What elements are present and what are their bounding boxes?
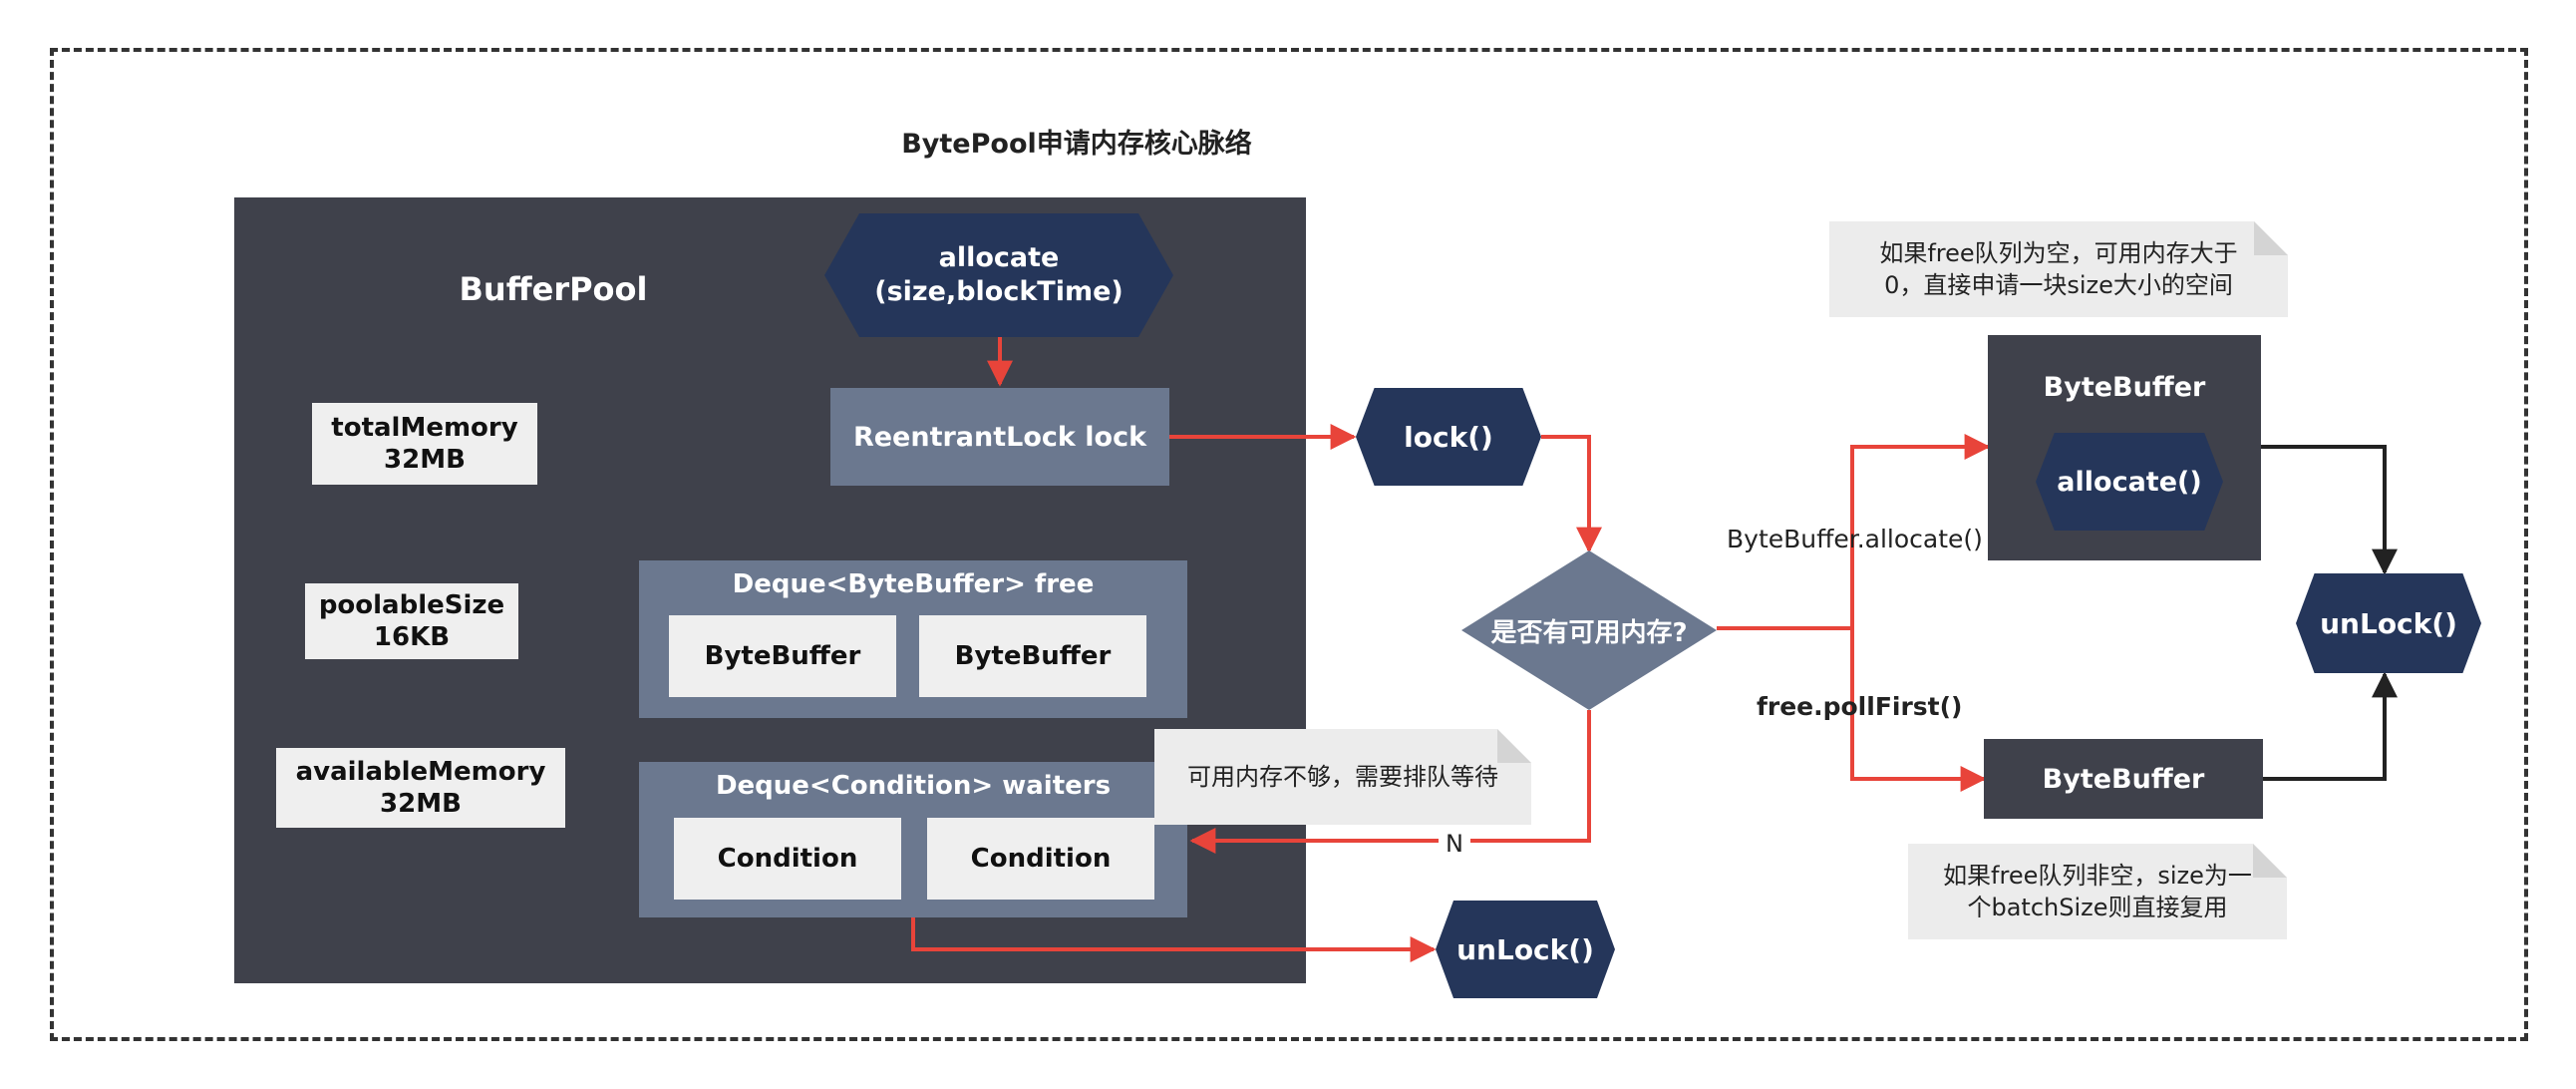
total-memory-box: totalMemory 32MB (312, 403, 537, 485)
lock-label: lock() (1404, 420, 1493, 454)
inner-allocate-hexagon: allocate() (2036, 433, 2223, 531)
new-bytebuffer-title: ByteBuffer (2043, 371, 2206, 403)
reentrant-lock-box: ReentrantLock lock (830, 388, 1169, 486)
available-memory-box: availableMemory 32MB (276, 748, 565, 828)
free-deque-title: Deque<ByteBuffer> free (732, 569, 1095, 599)
allocate-edge-label: ByteBuffer.allocate() (1727, 525, 1983, 553)
decision-label: 是否有可用内存? (1490, 617, 1688, 648)
arrow-waiters-to-unlock (911, 917, 1437, 962)
diagram-title: BytePool申请内存核心脉络 (901, 128, 1252, 160)
arrow-new-buffer-to-unlock (2261, 445, 2398, 575)
buffer-pool-title: BufferPool (459, 270, 648, 308)
waiters-deque-title: Deque<Condition> waiters (715, 771, 1112, 801)
note-wait: 可用内存不够，需要排队等待 (1154, 729, 1531, 825)
free-bytebuffer-2: ByteBuffer (919, 615, 1146, 697)
arrow-lock-to-decision (1541, 435, 1602, 553)
note-reuse-text: 如果free队列非空，size为一 个batchSize则直接复用 (1943, 862, 2252, 921)
free-bytebuffer-1-label: ByteBuffer (704, 641, 861, 671)
reused-bytebuffer-box: ByteBuffer (1984, 739, 2263, 819)
note-reuse: 如果free队列非空，size为一 个batchSize则直接复用 (1908, 844, 2287, 939)
poolable-size-label: poolableSize 16KB (318, 590, 505, 652)
waiter-condition-1: Condition (674, 818, 901, 900)
total-memory-label: totalMemory 32MB (331, 413, 518, 475)
unlock-right-hexagon: unLock() (2296, 573, 2481, 673)
waiter-condition-1-label: Condition (717, 844, 858, 874)
unlock-bottom-label: unLock() (1456, 932, 1594, 966)
outer-dashed-frame (50, 48, 2528, 1041)
arrow-reused-buffer-to-unlock (2263, 671, 2398, 781)
note-wait-text: 可用内存不够，需要排队等待 (1187, 763, 1498, 791)
arrow-decision-to-allocate (1717, 434, 1991, 630)
note-allocate-new-text: 如果free队列为空，可用内存大于 0，直接申请一块size大小的空间 (1879, 239, 2238, 299)
decision-diamond (1461, 550, 1717, 710)
unlock-bottom-hexagon: unLock() (1436, 901, 1615, 998)
allocate-hexagon: allocate (size,blockTime) (824, 213, 1173, 337)
poolable-size-box: poolableSize 16KB (305, 583, 518, 659)
unlock-right-label: unLock() (2320, 606, 2457, 640)
arrow-decision-to-pollfirst (1850, 628, 1987, 792)
allocate-label: allocate (size,blockTime) (874, 242, 1124, 307)
note-allocate-new: 如果free队列为空，可用内存大于 0，直接申请一块size大小的空间 (1829, 221, 2288, 317)
pollfirst-edge-label: free.pollFirst() (1757, 692, 1963, 721)
arrow-decision-no-to-waiters (1189, 710, 1591, 854)
available-memory-label: availableMemory 32MB (295, 757, 546, 819)
no-branch-label: N (1439, 828, 1470, 860)
free-bytebuffer-2-label: ByteBuffer (954, 641, 1112, 671)
reused-bytebuffer-label: ByteBuffer (2042, 763, 2205, 795)
free-bytebuffer-1: ByteBuffer (669, 615, 896, 697)
inner-allocate-label: allocate() (2057, 466, 2202, 498)
reentrant-lock-label: ReentrantLock lock (852, 421, 1147, 453)
lock-hexagon: lock() (1356, 388, 1541, 486)
waiter-condition-2-label: Condition (970, 844, 1112, 874)
waiter-condition-2: Condition (927, 818, 1154, 900)
